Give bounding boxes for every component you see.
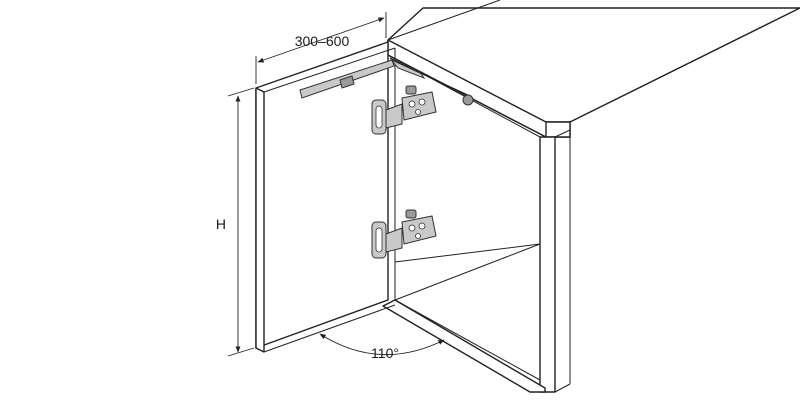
opening-angle-arc (319, 333, 445, 355)
lower-hinge (371, 209, 437, 259)
cabinet-top (387, 0, 800, 138)
height-dimension (227, 87, 255, 357)
opening-angle-label: 110° (371, 345, 399, 361)
flap-stay-mechanism (299, 57, 474, 106)
height-label: H (216, 216, 226, 232)
door-panel (255, 41, 396, 353)
width-range-label: 300–600 (295, 33, 350, 49)
width-dimension (255, 12, 387, 84)
upper-hinge (371, 85, 437, 135)
cabinet-side-panel (539, 129, 571, 393)
cabinet-interior (382, 54, 546, 393)
